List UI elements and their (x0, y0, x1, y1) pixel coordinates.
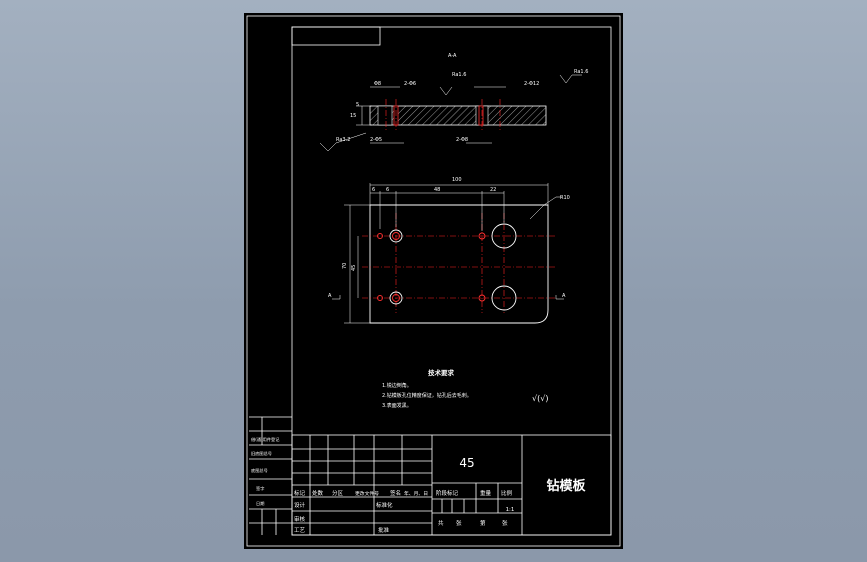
section-mark-left: A (328, 293, 332, 299)
roughness-symbol: √(√) (532, 394, 548, 403)
dim-small: Φ8 (374, 81, 381, 87)
dim-b: 6 (386, 187, 389, 193)
stage-weight: 重量 (480, 489, 492, 497)
plate-outline (369, 204, 549, 324)
stage-mark: 阶段标记 (436, 489, 459, 497)
dim-height-inner: 45 (351, 265, 357, 271)
outer-frame (246, 15, 621, 547)
notes-title: 技术要求 (428, 368, 455, 377)
header-doc: 更改文件号 (355, 490, 379, 497)
dim-left-bore: 2-Φ6 (404, 81, 416, 87)
technical-notes: 技术要求 1.锐边倒角。 2.钻模板孔位精度保证，钻孔后去毛刺。 3.表面发黑。… (382, 368, 548, 409)
dim-d: 22 (490, 187, 496, 193)
strip-label-3: 底图总号 (251, 467, 268, 474)
header-sign: 签名 (390, 489, 401, 497)
bore-bottom-right (491, 285, 517, 311)
header-zone: 分区 (332, 489, 344, 497)
strip-label-2: 旧底图总号 (251, 450, 272, 457)
dim-bottom-left: 2-Φ5 (370, 137, 382, 143)
strip-label-4: 签字 (256, 485, 264, 491)
hole-top-left-outer (389, 229, 403, 243)
strip-label-5: 日期 (256, 501, 264, 507)
roughness-mid: Ra1.6 (452, 72, 466, 78)
sheet-total: 共 (438, 519, 444, 527)
note-1: 1.锐边倒角。 (382, 382, 412, 389)
label-review: 审核 (294, 515, 306, 523)
dim-step: 5 (356, 102, 359, 108)
section-label: A-A (448, 53, 457, 59)
dim-a: 6 (372, 187, 375, 193)
label-approve: 批准 (378, 526, 390, 534)
hole-bottom-left-outer (389, 291, 403, 305)
header-count: 处数 (312, 489, 324, 497)
dim-thickness: 15 (350, 113, 356, 119)
radius-label: R10 (560, 195, 570, 201)
drawing-sheet: A-A Ra1.6 Ra1.6 Ra3.2 Φ8 2-Φ6 2-Φ12 2-Φ5… (244, 13, 623, 549)
stage-scale: 比例 (501, 489, 513, 497)
plan-view: 100 6 6 48 22 R10 A A 70 45 (328, 177, 570, 324)
label-standard: 标准化 (376, 501, 393, 509)
dim-total-length: 100 (452, 177, 462, 183)
sheet-unit-1: 张 (456, 519, 462, 527)
dim-height-outer: 70 (342, 263, 348, 269)
roughness-right: Ra1.6 (574, 69, 588, 75)
section-mark-right: A (562, 293, 566, 299)
code-box (291, 26, 381, 46)
inner-border (291, 26, 612, 536)
dim-bottom-right: 2-Φ8 (456, 137, 468, 143)
note-2: 2.钻模板孔位精度保证，钻孔后去毛刺。 (382, 392, 472, 399)
label-process: 工艺 (294, 527, 306, 534)
label-design: 设计 (294, 501, 306, 509)
part-name: 钻模板 (546, 478, 586, 494)
roughness-left: Ra3.2 (336, 137, 350, 143)
drawing-canvas: A-A Ra1.6 Ra1.6 Ra3.2 Φ8 2-Φ6 2-Φ12 2-Φ5… (246, 15, 621, 547)
strip-label-1: 借(通)用件登记 (251, 436, 280, 443)
dim-c: 48 (434, 187, 440, 193)
sheet-unit-2: 张 (502, 519, 508, 527)
section-view: A-A Ra1.6 Ra1.6 Ra3.2 Φ8 2-Φ6 2-Φ12 2-Φ5… (319, 53, 588, 152)
scale: 1:1 (506, 507, 515, 513)
dim-right-bore: 2-Φ12 (524, 81, 539, 87)
header-date: 年、月、日 (404, 490, 428, 497)
bore-top-right (491, 223, 517, 249)
header-mark: 标记 (294, 489, 306, 497)
section-body (369, 105, 547, 126)
sheet-no: 第 (480, 519, 486, 527)
note-3: 3.表面发黑。 (382, 402, 412, 409)
material: 45 (459, 456, 474, 470)
